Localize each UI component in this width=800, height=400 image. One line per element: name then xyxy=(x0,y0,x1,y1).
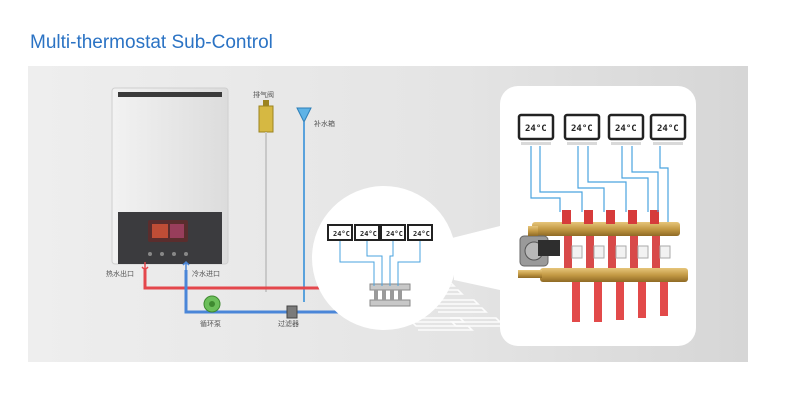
air-vent-label: 排气阀 xyxy=(253,90,274,99)
filter-label: 过滤器 xyxy=(278,319,299,328)
expansion-tank xyxy=(296,107,312,124)
thermostat-large-4: 24°C xyxy=(649,113,687,145)
manifold-small xyxy=(369,283,411,307)
filter xyxy=(286,305,298,319)
thermostat-wires-large xyxy=(530,146,669,222)
wall-boiler xyxy=(111,87,229,265)
svg-text:24°C: 24°C xyxy=(386,230,403,238)
page-title: Multi-thermostat Sub-Control xyxy=(30,32,273,53)
svg-text:24°C: 24°C xyxy=(571,124,593,134)
thermostat-large-3: 24°C xyxy=(607,113,645,145)
manifold-callout-small xyxy=(312,186,500,330)
thermostat-small-2: 24°C xyxy=(354,224,380,241)
thermostat-small-4: 24°C xyxy=(407,224,433,241)
expansion-tank-label: 补水箱 xyxy=(314,119,335,128)
cold-inlet-arrow-icon xyxy=(182,260,190,270)
hot-supply-pipe xyxy=(143,270,372,290)
svg-text:24°C: 24°C xyxy=(657,124,679,134)
circulation-pump xyxy=(203,295,221,313)
svg-text:24°C: 24°C xyxy=(333,230,350,238)
boiler-control-display xyxy=(148,220,188,242)
thermostat-large-2: 24°C xyxy=(563,113,601,145)
thermostat-small-1: 24°C xyxy=(327,224,353,241)
cold-water-inlet-label: 冷水进口 xyxy=(192,269,220,278)
circulation-pump-label: 循环泵 xyxy=(200,319,221,328)
cold-return-pipe xyxy=(184,270,374,314)
air-vent xyxy=(258,100,274,133)
svg-text:24°C: 24°C xyxy=(615,124,637,134)
svg-text:24°C: 24°C xyxy=(525,124,547,134)
manifold-large xyxy=(518,210,688,322)
thermostat-small-3: 24°C xyxy=(380,224,406,241)
svg-text:24°C: 24°C xyxy=(360,230,377,238)
hot-water-outlet-label: 热水出口 xyxy=(106,269,134,278)
thermostat-large-1: 24°C xyxy=(517,113,555,145)
thermostat-wires-small xyxy=(339,240,421,286)
svg-text:24°C: 24°C xyxy=(413,230,430,238)
